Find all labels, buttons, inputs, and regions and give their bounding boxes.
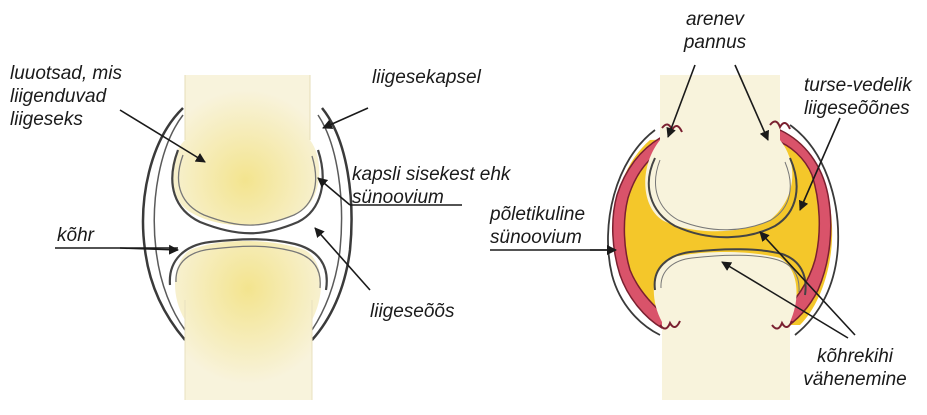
label-capsule: liigesekapsel xyxy=(372,66,481,89)
label-pannus: arenev pannus xyxy=(680,8,750,54)
label-cartilage-thinning: kõhrekihi vähenemine xyxy=(790,345,920,391)
leader-joint-space xyxy=(315,228,370,290)
label-bone-ends: luuotsad, mis liigenduvad liigeseks xyxy=(10,62,122,131)
healthy-upper-bone xyxy=(172,75,320,226)
label-swelling: turse-vedelik liigeseõõnes xyxy=(804,74,912,120)
label-inflamed-synovium: põletikuline sünoovium xyxy=(490,203,585,249)
label-joint-space: liigeseõõs xyxy=(370,300,455,323)
healthy-lower-bone xyxy=(175,241,321,400)
label-cartilage: kõhr xyxy=(57,224,94,247)
leader-synovium-arrow xyxy=(318,178,350,205)
healthy-joint xyxy=(143,75,351,400)
arthritic-upper-bone xyxy=(645,75,792,231)
label-synovium: kapsli sisekest ehk sünoovium xyxy=(352,163,510,209)
